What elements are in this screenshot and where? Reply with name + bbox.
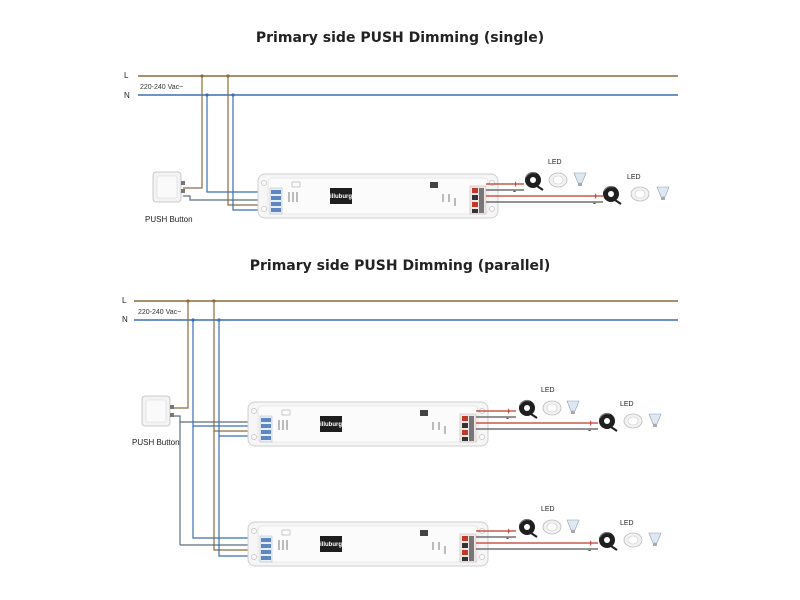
parallel-driver-2-logo — [320, 536, 342, 552]
single-push-button-label: PUSH Button — [145, 215, 193, 224]
parallel-control-wires — [173, 301, 258, 557]
single-neutral-label: N — [124, 91, 130, 100]
single-out1-plus: + — [513, 179, 518, 189]
parallel-d1-out1-plus: + — [506, 406, 511, 416]
parallel-d1-out2-plus: + — [588, 418, 593, 428]
parallel-driver-1-brand: illuburg — [320, 422, 342, 428]
bulb-icon — [656, 186, 670, 201]
single-led1-label: LED — [548, 159, 562, 166]
parallel-d2-led2-label: LED — [620, 520, 634, 527]
downlight-icon — [623, 532, 643, 548]
parallel-driver-2-output-wires — [476, 530, 598, 550]
downlight-icon — [623, 413, 643, 429]
single-out2-minus: - — [593, 198, 596, 208]
single-out1-minus: - — [513, 186, 516, 196]
parallel-voltage-label: 220-240 Vac~ — [138, 309, 181, 316]
bulb-icon — [648, 413, 662, 428]
parallel-d2-led1-label: LED — [541, 506, 555, 513]
single-led2-label: LED — [627, 174, 641, 181]
parallel-driver-2 — [247, 521, 489, 567]
single-title: Primary side PUSH Dimming (single) — [256, 30, 544, 46]
single-driver — [257, 173, 499, 219]
parallel-push-button — [141, 395, 175, 427]
single-driver-brand: illuburg — [330, 194, 352, 200]
bulb-icon — [573, 172, 587, 187]
parallel-driver-1-logo — [320, 416, 342, 432]
downlight-icon — [542, 400, 562, 416]
parallel-d1-led2-label: LED — [620, 401, 634, 408]
parallel-d1-led1-label: LED — [541, 387, 555, 394]
parallel-title: Primary side PUSH Dimming (parallel) — [250, 258, 551, 274]
downlight-icon — [630, 186, 650, 202]
bulb-icon — [566, 519, 580, 534]
parallel-section: Primary side PUSH Dimming (parallel) L N… — [122, 258, 678, 567]
downlight-icon — [542, 519, 562, 535]
parallel-d1-out1-minus: - — [506, 413, 509, 423]
parallel-d2-out1-plus: + — [506, 526, 511, 536]
parallel-driver-1-output-wires — [476, 410, 598, 430]
led-strip-icon — [518, 399, 538, 419]
single-output-wires — [486, 183, 603, 203]
parallel-driver-2-brand: illuburg — [320, 542, 342, 548]
led-strip-icon — [598, 531, 618, 551]
led-strip-icon — [518, 518, 538, 538]
parallel-driver-1 — [247, 401, 489, 447]
parallel-push-button-label: PUSH Button — [132, 438, 180, 447]
bulb-icon — [566, 400, 580, 415]
single-driver-logo — [330, 188, 352, 204]
bulb-icon — [648, 532, 662, 547]
single-control-wires — [183, 76, 270, 211]
parallel-d2-out2-minus: - — [588, 545, 591, 555]
parallel-d2-out1-minus: - — [506, 533, 509, 543]
led-strip-icon — [524, 171, 544, 191]
parallel-d2-out2-plus: + — [588, 538, 593, 548]
led-strip-icon — [598, 412, 618, 432]
led-strip-icon — [602, 185, 622, 205]
single-out2-plus: + — [593, 191, 598, 201]
parallel-d1-out2-minus: - — [588, 425, 591, 435]
parallel-live-label: L — [122, 296, 127, 305]
single-section: Primary side PUSH Dimming (single) L N 2… — [124, 30, 678, 224]
single-push-button — [152, 171, 186, 203]
downlight-icon — [548, 172, 568, 188]
parallel-neutral-label: N — [122, 315, 128, 324]
single-voltage-label: 220-240 Vac~ — [140, 84, 183, 91]
single-live-label: L — [124, 71, 129, 80]
